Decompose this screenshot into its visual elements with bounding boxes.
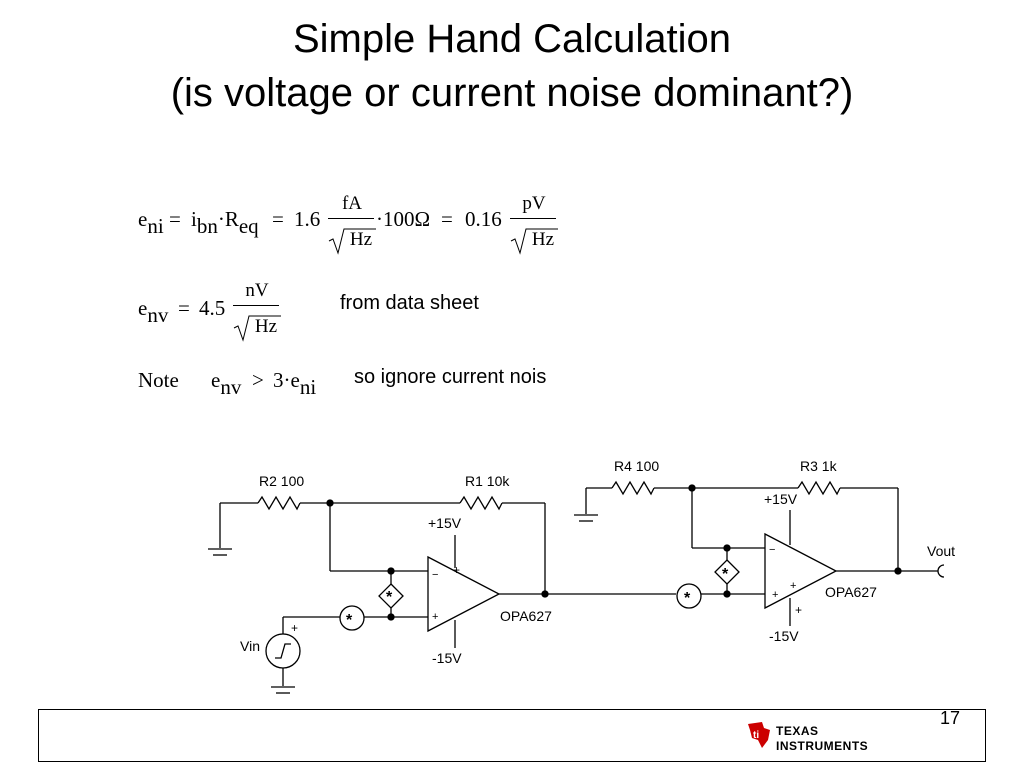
opamp1-minus: − <box>432 569 438 581</box>
opamp2-supply-plus: + <box>795 603 802 617</box>
ground-icon <box>271 686 295 694</box>
label-vin: Vin <box>240 638 260 654</box>
eq3-env: env <box>211 368 242 399</box>
label-r1: R1 10k <box>465 473 510 489</box>
eq3-comment: so ignore current nois <box>354 366 547 388</box>
noise-voltage-source-1 <box>339 605 365 631</box>
resistor-r4 <box>611 480 655 496</box>
ground-icon <box>574 488 598 522</box>
eq1-coef2: 0.16 <box>465 207 502 231</box>
eq1-current: ibn·Req <box>191 207 259 238</box>
opamp2-plus-b: + <box>790 580 796 592</box>
label-vneg-2: -15V <box>769 628 799 644</box>
logo-text-line2: INSTRUMENTS <box>776 739 869 753</box>
resistor-r3 <box>797 480 841 496</box>
eq2-coef: 4.5 <box>199 296 226 320</box>
label-r2: R2 100 <box>259 473 304 489</box>
label-r3: R3 1k <box>800 458 838 474</box>
noise-mark-4: * <box>722 566 729 583</box>
eq3-gt: > <box>252 368 264 392</box>
svg-text:ti: ti <box>753 730 759 741</box>
eq2-fraction-bar <box>233 305 279 306</box>
footer-box <box>38 709 986 762</box>
noise-mark-1: * <box>346 612 353 629</box>
noise-current-source-2 <box>714 559 740 585</box>
label-vpos-1: +15V <box>428 515 462 531</box>
page-number: 17 <box>940 708 961 728</box>
note-label: Note <box>138 368 179 392</box>
slide-title-line1: Simple Hand Calculation <box>292 17 731 61</box>
label-vout: Vout <box>927 543 955 559</box>
ti-logo-icon: ti <box>748 722 770 748</box>
vin-plus: + <box>291 621 298 635</box>
eq1-equals-2: = <box>272 207 284 231</box>
sqrt-icon <box>328 228 376 255</box>
eq1-den1: Hz <box>349 229 373 250</box>
slide-title-line2: (is voltage or current noise dominant?) <box>170 71 854 115</box>
opamp1-plus: + <box>432 611 438 623</box>
eq1-equals: = <box>169 207 181 231</box>
resistor-r2 <box>257 495 301 511</box>
label-opamp-1: OPA627 <box>500 608 552 624</box>
label-vneg-1: -15V <box>432 650 462 666</box>
label-vpos-2: +15V <box>764 491 798 507</box>
eq1-coef1: 1.6 <box>294 207 321 231</box>
label-opamp-2: OPA627 <box>825 584 877 600</box>
resistor-r1 <box>459 495 503 511</box>
eq1-fraction-bar1 <box>328 218 374 219</box>
sqrt-icon <box>233 315 281 342</box>
label-r4: R4 100 <box>614 458 659 474</box>
eq1-multiplier: ·100Ω <box>376 207 431 231</box>
opamp2-plus: + <box>772 589 778 601</box>
eq2-lhs: env <box>138 296 169 327</box>
opamp2-minus: − <box>769 544 775 556</box>
eq2-note: from data sheet <box>340 292 479 314</box>
logo-text-line1: TEXAS <box>776 724 819 738</box>
opamp-1 <box>427 555 501 633</box>
noise-mark-2: * <box>386 589 393 606</box>
eq2-den: Hz <box>254 316 278 337</box>
eq1-fraction-bar2 <box>510 218 556 219</box>
sqrt-icon <box>510 228 558 255</box>
noise-mark-3: * <box>684 590 691 607</box>
eq2-equals: = <box>178 296 190 320</box>
eq1-lhs: eni <box>138 207 164 238</box>
noise-voltage-source-2 <box>676 583 702 609</box>
eq1-equals-3: = <box>441 207 453 231</box>
eq1-den2: Hz <box>531 229 555 250</box>
eq2-num: nV <box>245 280 269 301</box>
opamp-2 <box>764 532 838 610</box>
eq1-num1: fA <box>341 193 363 214</box>
eq1-num2: pV <box>522 193 546 214</box>
eq3-rhs: 3·eni <box>273 368 317 399</box>
ground-icon <box>208 503 232 556</box>
opamp1-supply-plus: + <box>453 563 460 577</box>
